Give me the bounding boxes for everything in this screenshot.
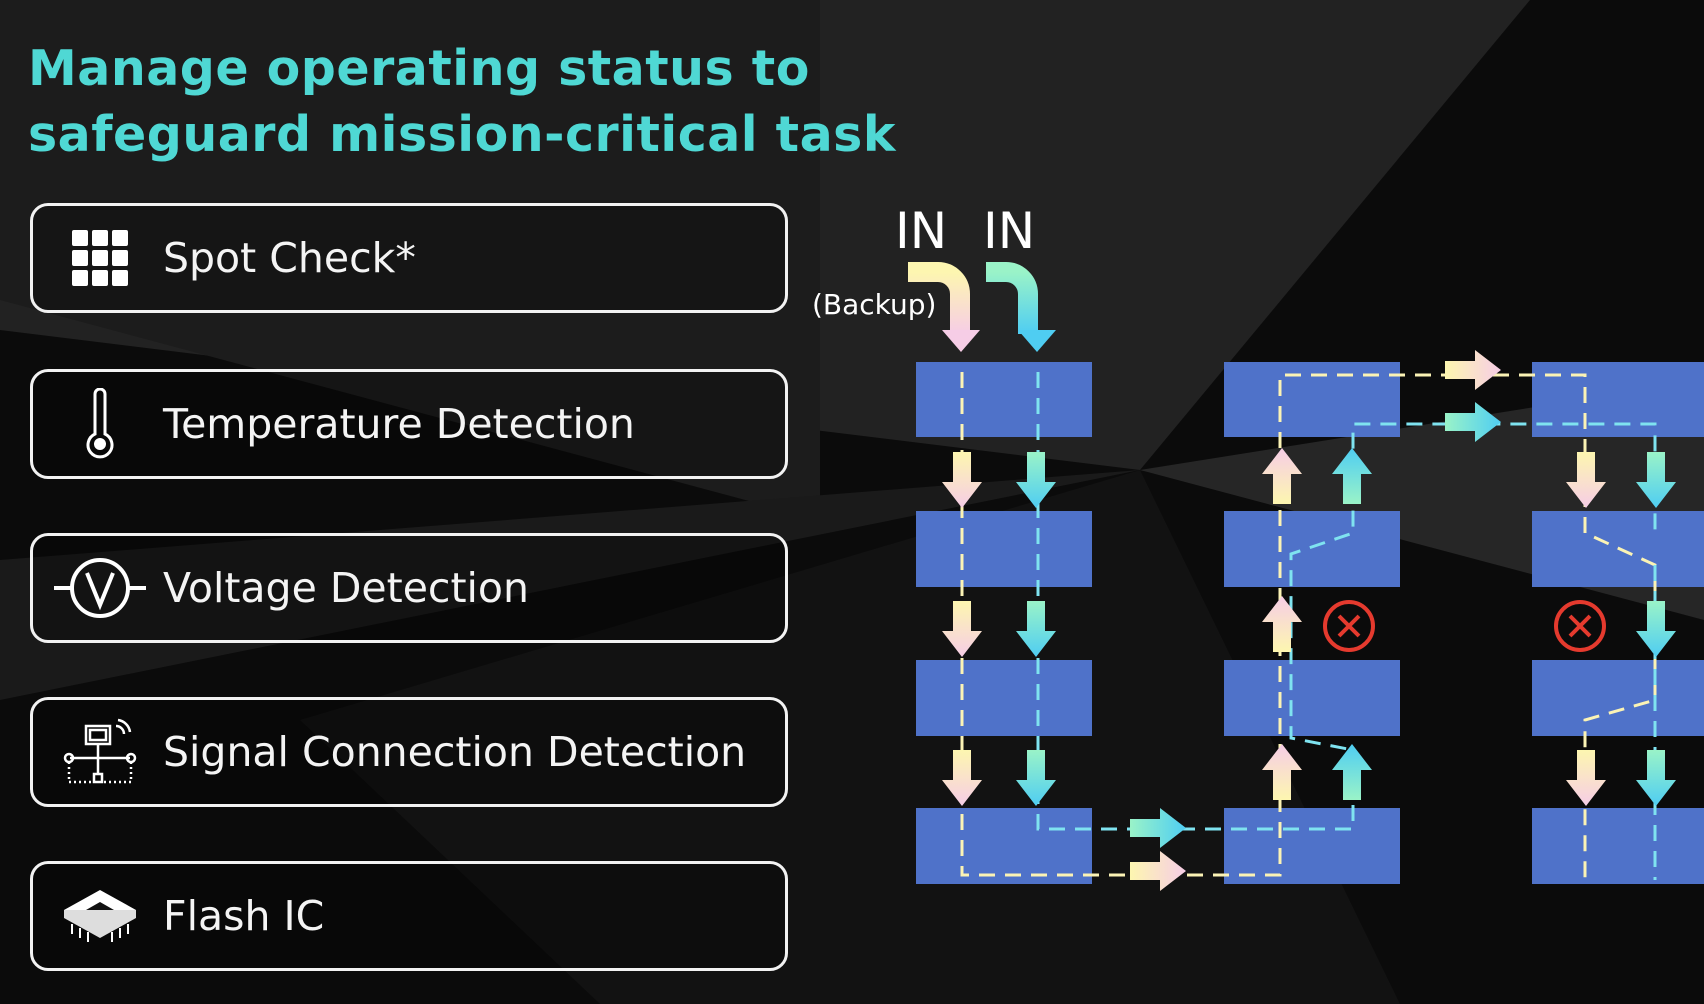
feature-card-flash-ic: Flash IC [30,861,788,971]
block [1224,511,1400,587]
feature-card-signal: Signal Connection Detection [30,697,788,807]
input-label-primary: IN [983,202,1035,260]
block [916,660,1092,736]
block [916,511,1092,587]
feature-card-voltage: Voltage Detection [30,533,788,643]
grid-icon [45,218,155,298]
input-arrow-primary [986,262,1056,352]
block [916,808,1092,884]
input-label-backup: IN [895,202,947,260]
backup-path [960,372,1657,880]
block [1224,808,1400,884]
fault-icon [1554,600,1606,652]
feature-card-spot-check: Spot Check* [30,203,788,313]
feature-card-temperature: Temperature Detection [30,369,788,479]
block [1532,362,1704,437]
feature-label: Voltage Detection [163,564,529,612]
block [916,362,1092,437]
module-blocks [916,362,1704,884]
feature-label: Spot Check* [163,234,416,282]
title-line-1: Manage operating status to [28,40,810,97]
thermometer-icon [45,384,155,464]
feature-label: Temperature Detection [163,400,635,448]
block [1532,660,1704,736]
page-title: Manage operating status to safeguard mis… [28,36,896,168]
title-line-2: safeguard mission-critical task [28,106,896,163]
block [1532,808,1704,884]
voltmeter-icon [45,548,155,628]
block [1224,362,1400,437]
chip-icon [45,876,155,956]
input-arrow-backup [908,262,980,352]
feature-label: Signal Connection Detection [163,728,747,776]
network-icon [45,712,155,792]
fault-icon [1323,600,1375,652]
feature-label: Flash IC [163,892,325,940]
block [1224,660,1400,736]
backup-label: (Backup) [812,288,936,321]
